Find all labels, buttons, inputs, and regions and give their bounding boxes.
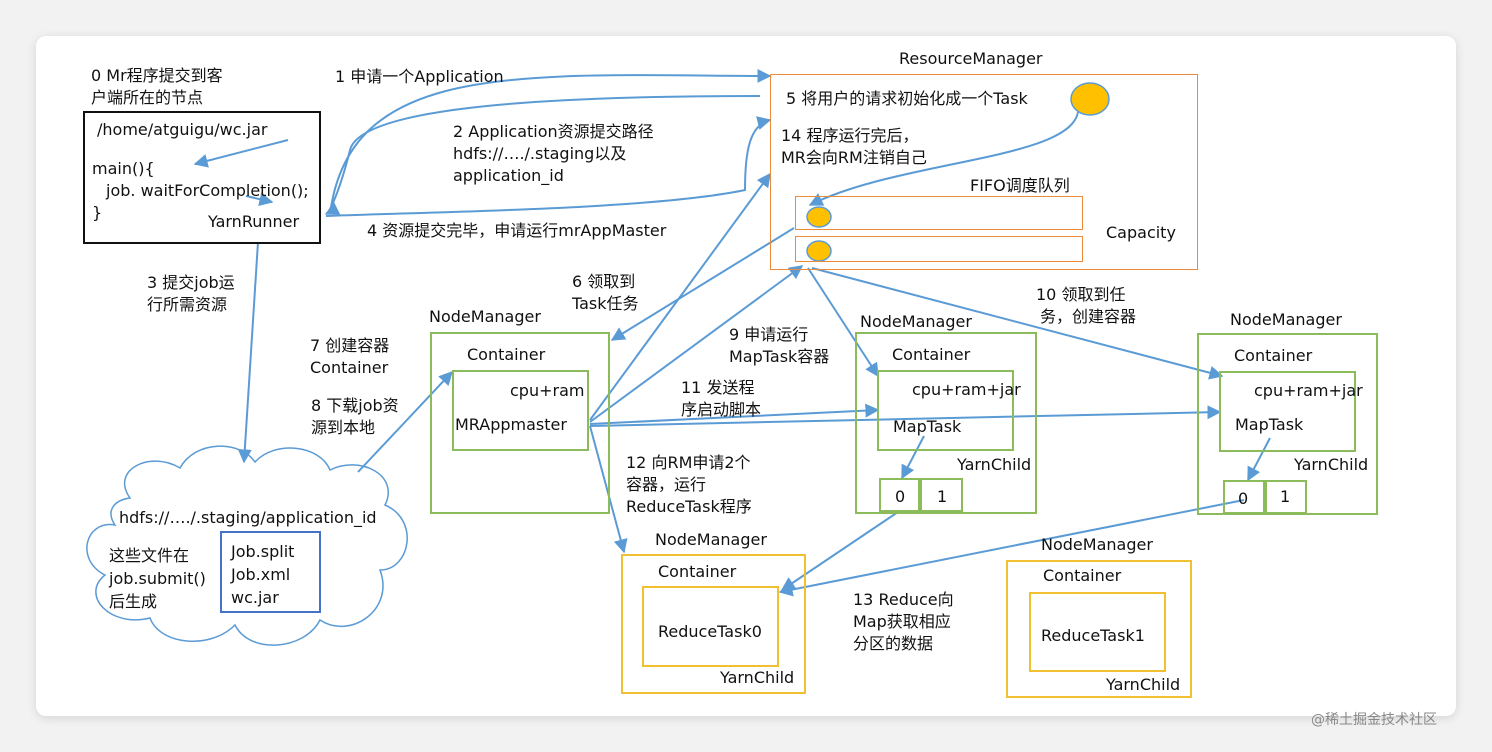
- arrow-step7: [357, 370, 453, 473]
- node-map1-partition-1: 1: [920, 478, 963, 512]
- step1-text: 1 申请一个Application: [335, 67, 504, 86]
- node-map2-box: [1197, 333, 1378, 515]
- watermark-text: @稀土掘金技术社区: [1311, 712, 1437, 728]
- node-reduce0-yarnchild: YarnChild: [720, 668, 795, 687]
- arrow-step13-b: [778, 499, 1245, 597]
- node-map1-container-label: Container: [892, 345, 971, 364]
- node-map2-title: NodeManager: [1230, 310, 1342, 329]
- node-map1-maptask: MapTask: [893, 417, 962, 436]
- arrow-step6: [610, 227, 795, 341]
- hdfs-path: hdfs://…./.staging/application_id: [119, 508, 377, 527]
- yarn-runner-label: YarnRunner: [208, 212, 300, 231]
- node-reduce0-title: NodeManager: [655, 530, 767, 549]
- step4-text: 4 资源提交完毕，申请运行mrAppMaster: [367, 221, 667, 240]
- queue-token-1: [806, 206, 832, 228]
- step0-text: 0 Mr程序提交到客 户端所在的节点: [91, 66, 223, 107]
- arrow-step14: [589, 172, 771, 421]
- arrow-step9: [589, 265, 804, 423]
- node-am-title: NodeManager: [429, 307, 541, 326]
- step3-text: 3 提交job运 行所需资源: [147, 273, 235, 314]
- reducetask1-label: ReduceTask1: [1041, 626, 1145, 645]
- step10-text: 10 领取到任 务，创建容器: [1036, 285, 1137, 326]
- step14-text: 14 程序运行完后， MR会向RM注销自己: [781, 126, 927, 167]
- node-map1-resources: cpu+ram+jar: [912, 380, 1021, 399]
- step8-text: 8 下载job资 源到本地: [311, 396, 399, 437]
- node-reduce1-container-label: Container: [1043, 566, 1122, 585]
- node-map1-box: [855, 332, 1037, 514]
- job-files-list: Job.split Job.xml wc.jar: [231, 542, 295, 607]
- fifo-queue-title: FIFO调度队列: [970, 176, 1070, 195]
- capacity-label: Capacity: [1106, 223, 1176, 242]
- node-map2-container-box: [1219, 371, 1356, 452]
- node-reduce1-title: NodeManager: [1041, 535, 1153, 554]
- step9-text: 9 申请运行 MapTask容器: [729, 325, 830, 366]
- queue-slot-1: [795, 196, 1083, 230]
- node-reduce0-box: [621, 554, 806, 694]
- node-am-resources: cpu+ram: [510, 381, 585, 400]
- node-reduce0-container-box: [642, 586, 779, 667]
- arrow-rm-map2: [811, 267, 1224, 380]
- node-reduce1-yarnchild: YarnChild: [1106, 675, 1181, 694]
- node-reduce1-container-box: [1029, 592, 1166, 672]
- node-map2-container-label: Container: [1234, 346, 1313, 365]
- node-map1-container-box: [877, 370, 1014, 451]
- node-am-container-label: Container: [467, 345, 546, 364]
- reducetask0-label: ReduceTask0: [658, 622, 762, 641]
- node-map2-partition-0: 0: [1223, 480, 1265, 514]
- arrow-step13-a: [780, 511, 899, 591]
- node-reduce1-box: [1006, 560, 1192, 698]
- step13-text: 13 Reduce向 Map获取相应 分区的数据: [853, 590, 954, 653]
- step2-text: 2 Application资源提交路径 hdfs://…./.staging以及…: [453, 122, 654, 185]
- job-files-box: [220, 531, 321, 613]
- node-reduce0-container-label: Container: [658, 562, 737, 581]
- arrow-step12: [589, 425, 628, 554]
- node-map1-yarnchild: YarnChild: [957, 455, 1032, 474]
- node-am-container-box: [452, 370, 589, 451]
- node-map1-title: NodeManager: [860, 312, 972, 331]
- node-map2-partition-1: 1: [1265, 480, 1307, 514]
- node-map2-yarnchild: YarnChild: [1294, 455, 1369, 474]
- client-node-box: [83, 111, 321, 244]
- step5-text: 5 将用户的请求初始化成一个Task: [786, 89, 1028, 108]
- arrow-map1-partition: [901, 435, 925, 480]
- arrow-map2-partition: [1247, 437, 1271, 482]
- arrow-step4: [325, 116, 772, 217]
- resource-manager-box: [770, 74, 1198, 270]
- node-map2-maptask: MapTask: [1235, 415, 1304, 434]
- jar-path: /home/atguigu/wc.jar: [97, 120, 268, 139]
- node-map2-resources: cpu+ram+jar: [1254, 381, 1363, 400]
- arrow-client-jar: [193, 139, 289, 168]
- arrow-task-queue: [808, 111, 1079, 206]
- code-block: main(){ job. waitForCompletion(); }: [92, 159, 309, 222]
- queue-slot-2: [795, 236, 1083, 262]
- node-map1-partition-0: 0: [879, 478, 920, 512]
- arrow-step3: [237, 241, 259, 464]
- resource-manager-title: ResourceManager: [899, 49, 1043, 68]
- step7-text: 7 创建容器 Container: [310, 336, 390, 377]
- hdfs-note: 这些文件在 job.submit() 后生成: [109, 546, 206, 611]
- rm-task-token: [1070, 82, 1110, 116]
- node-am-box: [430, 332, 610, 514]
- arrow-step11-a: [589, 403, 880, 425]
- arrow-rm-map1: [807, 267, 879, 378]
- step6-text: 6 领取到 Task任务: [572, 272, 639, 313]
- arrow-step2: [324, 95, 761, 215]
- arrow-step11-b: [589, 405, 1222, 427]
- step11-text: 11 发送程 序启动脚本: [681, 378, 762, 419]
- step12-text: 12 向RM申请2个 容器，运行 ReduceTask程序: [626, 453, 752, 516]
- arrow-client-runner: [245, 192, 274, 206]
- mrappmaster-label: MRAppmaster: [455, 415, 567, 434]
